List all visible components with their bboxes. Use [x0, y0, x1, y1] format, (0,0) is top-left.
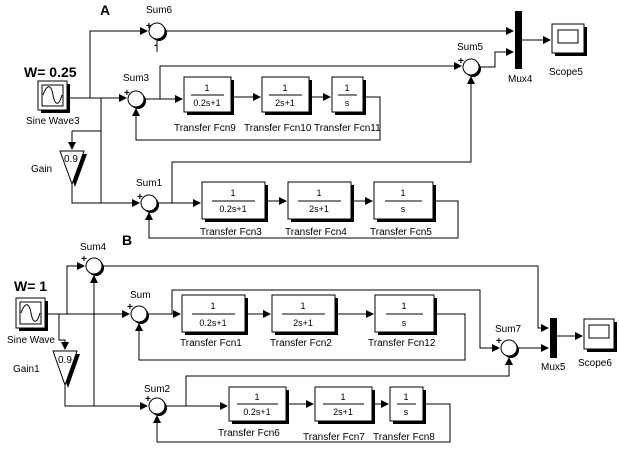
transfer-fcn12-block[interactable]	[374, 294, 437, 335]
fcn5-denominator: s	[401, 204, 406, 214]
sum4-sign-1: +	[81, 254, 87, 265]
gain-block[interactable]	[59, 150, 87, 187]
sum7-sign-1: +	[496, 336, 502, 347]
fcn8-label: Transfer Fcn8	[373, 432, 435, 443]
fcn4-label: Transfer Fcn4	[285, 227, 347, 238]
sum6-label: Sum6	[146, 5, 173, 16]
gain-label: Gain	[31, 164, 52, 175]
mux5-label: Mux5	[541, 362, 566, 373]
sum4-label: Sum4	[80, 242, 107, 253]
sum3-block[interactable]	[127, 90, 146, 109]
fcn9-numerator: 1	[204, 83, 209, 93]
sine-wave-label: Sine Wave	[7, 335, 55, 346]
mux4-label: Mux4	[508, 74, 533, 85]
scope6-label: Scope6	[578, 358, 612, 369]
scope5-block[interactable]	[551, 23, 587, 56]
fcn3-label: Transfer Fcn3	[200, 227, 262, 238]
section-a-label: A	[100, 2, 110, 18]
sum5-label: Sum5	[457, 42, 484, 53]
sum1-sign-1: +	[137, 192, 143, 203]
fcn4-denominator: 2s+1	[309, 204, 329, 214]
transfer-fcn11-block[interactable]	[331, 76, 366, 115]
wires-section-a	[67, 27, 551, 239]
section-b-label: B	[122, 232, 132, 248]
fcn1-denominator: 0.2s+1	[199, 318, 226, 328]
fcn6-numerator: 1	[254, 392, 259, 402]
fcn6-denominator: 0.2s+1	[243, 407, 270, 417]
sum7-label: Sum7	[495, 324, 522, 335]
transfer-fcn4-block[interactable]	[287, 181, 354, 222]
sum6-sign-1: +	[146, 21, 152, 32]
fcn8-denominator: s	[404, 407, 409, 417]
mux5-block[interactable]	[550, 318, 557, 358]
fcn3-denominator: 0.2s+1	[219, 204, 246, 214]
sum3-label: Sum3	[123, 73, 150, 84]
fcn6-label: Transfer Fcn6	[218, 428, 280, 439]
mux4-block[interactable]	[515, 11, 522, 69]
fcn10-denominator: 2s+1	[275, 98, 295, 108]
fcn11-numerator: 1	[344, 83, 349, 93]
wires-section-b	[45, 262, 583, 443]
fcn1-numerator: 1	[210, 301, 215, 311]
sum-sign-1: +	[127, 302, 133, 313]
fcn9-denominator: 0.2s+1	[193, 98, 220, 108]
sine-wave-block[interactable]	[15, 297, 48, 331]
fcn2-denominator: 2s+1	[293, 318, 313, 328]
fcn2-numerator: 1	[300, 301, 305, 311]
transfer-fcn7-block[interactable]	[314, 386, 375, 424]
fcn12-denominator: s	[402, 318, 407, 328]
fcn10-label: Transfer Fcn10	[244, 123, 312, 134]
sum6-block[interactable]	[148, 22, 167, 41]
fcn7-denominator: 2s+1	[333, 407, 353, 417]
scope6-block[interactable]	[583, 318, 617, 352]
transfer-fcn5-block[interactable]	[373, 181, 436, 222]
gain1-block[interactable]	[52, 350, 80, 388]
fcn9-label: Transfer Fcn9	[174, 123, 236, 134]
sum-label: Sum	[130, 290, 151, 301]
sine-wave-3-block[interactable]	[37, 80, 70, 113]
transfer-fcn9-block[interactable]	[183, 76, 234, 115]
gain-value: 0.9	[64, 154, 78, 165]
fcn1-label: Transfer Fcn1	[180, 338, 242, 349]
sum4-block[interactable]	[85, 257, 104, 276]
sum-block[interactable]	[130, 305, 149, 324]
fcn3-numerator: 1	[230, 188, 235, 198]
transfer-fcn1-block[interactable]	[181, 294, 248, 335]
fcn5-numerator: 1	[400, 188, 405, 198]
fcn11-label: Transfer Fcn11	[314, 123, 381, 134]
transfer-fcn3-block[interactable]	[201, 181, 268, 222]
frequency-label-b: W= 1	[14, 278, 47, 294]
fcn8-numerator: 1	[403, 392, 408, 402]
fcn12-label: Transfer Fcn12	[368, 338, 436, 349]
sum1-label: Sum1	[136, 178, 163, 189]
sum2-block[interactable]	[148, 397, 167, 416]
fcn12-numerator: 1	[401, 301, 406, 311]
fcn7-label: Transfer Fcn7	[303, 432, 365, 443]
gain1-label: Gain1	[13, 364, 40, 375]
fcn4-numerator: 1	[316, 188, 321, 198]
frequency-label-a: W= 0.25	[24, 64, 77, 80]
sum5-block[interactable]	[462, 58, 481, 77]
sum7-block[interactable]	[500, 339, 519, 358]
transfer-fcn10-block[interactable]	[261, 76, 312, 115]
fcn11-denominator: s	[345, 98, 350, 108]
sum3-sign-1: +	[124, 88, 130, 99]
sum5-sign-1: +	[458, 56, 464, 67]
sum2-label: Sum2	[144, 384, 171, 395]
sum6-sign-2: -	[154, 40, 157, 51]
fcn7-numerator: 1	[340, 392, 345, 402]
transfer-fcn6-block[interactable]	[228, 386, 289, 424]
scope5-label: Scope5	[549, 67, 583, 78]
fcn5-label: Transfer Fcn5	[370, 227, 432, 238]
sum2-sign-1: +	[145, 394, 151, 405]
sine-wave-3-label: Sine Wave3	[26, 116, 80, 127]
fcn10-numerator: 1	[282, 83, 287, 93]
fcn2-label: Transfer Fcn2	[270, 338, 332, 349]
gain1-value: 0.9	[58, 355, 72, 366]
